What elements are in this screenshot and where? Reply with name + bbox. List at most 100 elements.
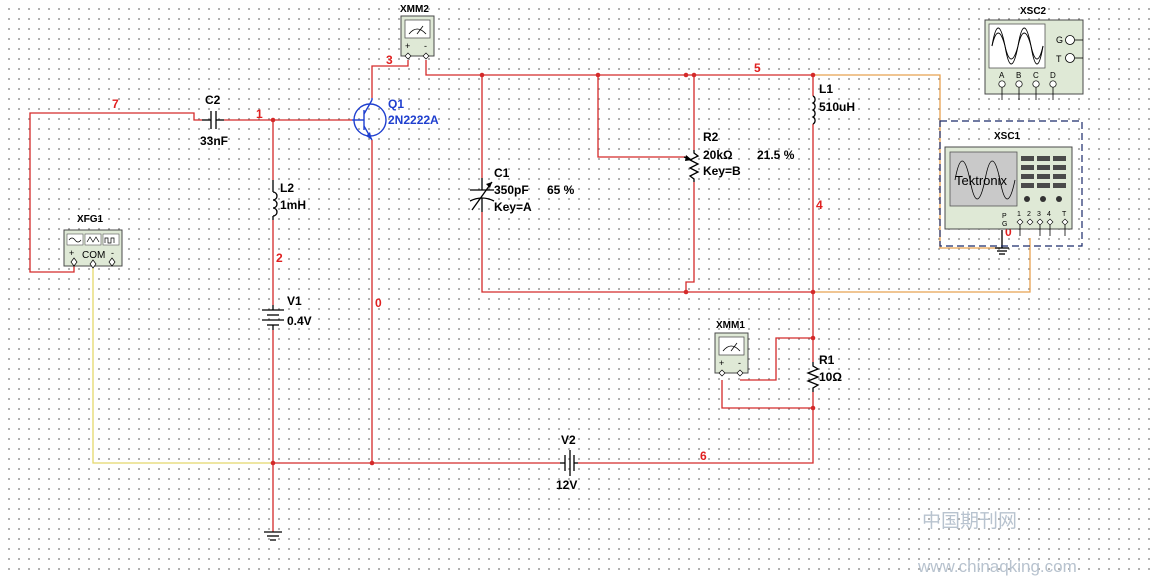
wire-xmm1-minus[interactable] (740, 337, 813, 381)
net-label-2: 2 (276, 251, 283, 265)
sine-wave-icon (68, 237, 82, 243)
oscilloscope-xsc1[interactable]: XSC1 Tektronix P G 1 2 3 4 T (939, 120, 1083, 247)
q1-ref: Q1 (388, 97, 404, 111)
square-wave-icon (104, 237, 115, 244)
junction-dot (691, 72, 697, 78)
junction-dot (270, 117, 276, 123)
xmm1-minus: - (738, 358, 741, 368)
transistor-q1[interactable]: Q1 2N2222A (352, 97, 439, 141)
xsc1-t: T (1062, 211, 1067, 218)
net-label-6: 6 (700, 449, 707, 463)
junction-dot (270, 460, 276, 466)
xsc1-pin-1: 1 (1017, 211, 1021, 218)
r2-value: 20kΩ (703, 148, 733, 162)
probe-wire-xsc1-1[interactable] (813, 74, 1000, 249)
wires (29, 60, 1031, 532)
xsc1-buttons (1021, 156, 1066, 202)
xmm1-ref: XMM1 (716, 320, 745, 331)
function-generator-xfg1[interactable]: XFG1 + COM - (63, 214, 123, 269)
inductor-l2[interactable]: L2 1mH (272, 180, 306, 220)
xsc1-pin-3: 3 (1037, 211, 1041, 218)
l2-ref: L2 (280, 181, 294, 195)
wire-r2-wiper[interactable] (597, 75, 688, 158)
junction-dot (479, 72, 485, 78)
xsc1-g: G (1002, 221, 1007, 228)
q1-model: 2N2222A (388, 113, 439, 127)
xsc2-ref: XSC2 (1020, 6, 1047, 17)
xsc2-pin-b: B (1016, 71, 1021, 80)
wire-c1-bottom[interactable] (481, 212, 813, 293)
junction-dot (810, 72, 816, 78)
r2-ref: R2 (703, 130, 719, 144)
c1-value: 350pF (494, 183, 529, 197)
l1-ref: L1 (819, 82, 833, 96)
oscilloscope-xsc2[interactable]: XSC2 G T A B C D (984, 6, 1084, 100)
junction-dot (683, 72, 689, 78)
xsc2-pin-d: D (1050, 71, 1056, 80)
junction-dot (810, 335, 816, 341)
wire-net-3[interactable] (371, 60, 409, 98)
junctions (270, 72, 816, 466)
xsc2-g: G (1056, 35, 1063, 45)
wire-net-7[interactable] (29, 112, 202, 273)
c1-percent: 65 % (547, 183, 575, 197)
xfg1-ref: XFG1 (77, 214, 104, 225)
net-label-4: 4 (816, 198, 823, 212)
xfg1-com: COM (82, 250, 105, 261)
variable-capacitor-c1[interactable]: C1 350pF 65 % Key=A (469, 166, 575, 214)
watermark-line2: www.chinaqking.com (917, 557, 1077, 576)
c1-ref: C1 (494, 166, 510, 180)
v2-ref: V2 (561, 433, 576, 447)
c2-value: 33nF (200, 134, 228, 148)
r2-percent: 21.5 % (757, 148, 795, 162)
xsc1-brand: Tektronix (955, 173, 1008, 188)
watermark: 中国期刊网 www.chinaqking.com (917, 510, 1077, 576)
xsc2-pin-a: A (999, 71, 1005, 80)
xsc1-pin-4: 4 (1047, 211, 1051, 218)
xmm1-plus: + (719, 358, 724, 368)
xsc2-t: T (1056, 54, 1062, 64)
xfg1-plus: + (69, 248, 74, 258)
potentiometer-r2[interactable]: R2 20kΩ 21.5 % Key=B (683, 130, 795, 182)
xsc2-pin-c: C (1033, 71, 1039, 80)
multimeter-xmm2[interactable]: XMM2 + - (400, 4, 435, 60)
junction-dot (595, 72, 601, 78)
probe-wire-xsc1-2[interactable] (813, 238, 1031, 293)
junction-dot (810, 289, 816, 295)
inductor-l1[interactable]: L1 510uH (811, 82, 855, 125)
xsc1-p: P (1002, 213, 1007, 220)
xsc2-t-terminal (1065, 53, 1075, 63)
l2-value: 1mH (280, 198, 306, 212)
wire-net-6[interactable] (578, 392, 814, 464)
junction-dot (369, 460, 375, 466)
xmm2-ref: XMM2 (400, 4, 429, 15)
wire-r2-bottom[interactable] (685, 182, 695, 292)
xfg1-minus: - (111, 248, 114, 258)
sine-wave-icon (954, 160, 1016, 200)
wire-xfg1-com[interactable] (92, 268, 273, 464)
net-label-3: 3 (386, 53, 393, 67)
v1-ref: V1 (287, 294, 302, 308)
resistor-r1[interactable]: R1 10Ω (806, 353, 842, 392)
multimeter-xmm1[interactable]: XMM1 + - (714, 320, 749, 377)
xmm2-minus: - (424, 41, 427, 51)
net-label-7: 7 (112, 97, 119, 111)
junction-dot (683, 289, 689, 295)
c2-ref: C2 (205, 93, 221, 107)
ground-symbol-scope (995, 230, 1009, 255)
selection-box (939, 120, 1083, 247)
xsc2-g-terminal (1065, 35, 1075, 45)
battery-v1[interactable]: V1 0.4V (262, 294, 312, 330)
capacitor-c2[interactable]: C2 33nF (200, 93, 228, 148)
ground-symbol (264, 531, 282, 541)
net-label-0-probe: 0 (1005, 225, 1012, 239)
net-label-0: 0 (375, 296, 382, 310)
watermark-line1: 中国期刊网 (922, 510, 1017, 532)
wire-xmm1-plus[interactable] (721, 380, 813, 409)
net-labels: 7 1 3 5 2 0 4 6 0 (112, 53, 1012, 463)
battery-v2[interactable]: V2 12V (556, 433, 578, 492)
v2-value: 12V (556, 478, 577, 492)
xsc1-pin-2: 2 (1027, 211, 1031, 218)
l1-value: 510uH (819, 100, 855, 114)
net-label-5: 5 (754, 61, 761, 75)
